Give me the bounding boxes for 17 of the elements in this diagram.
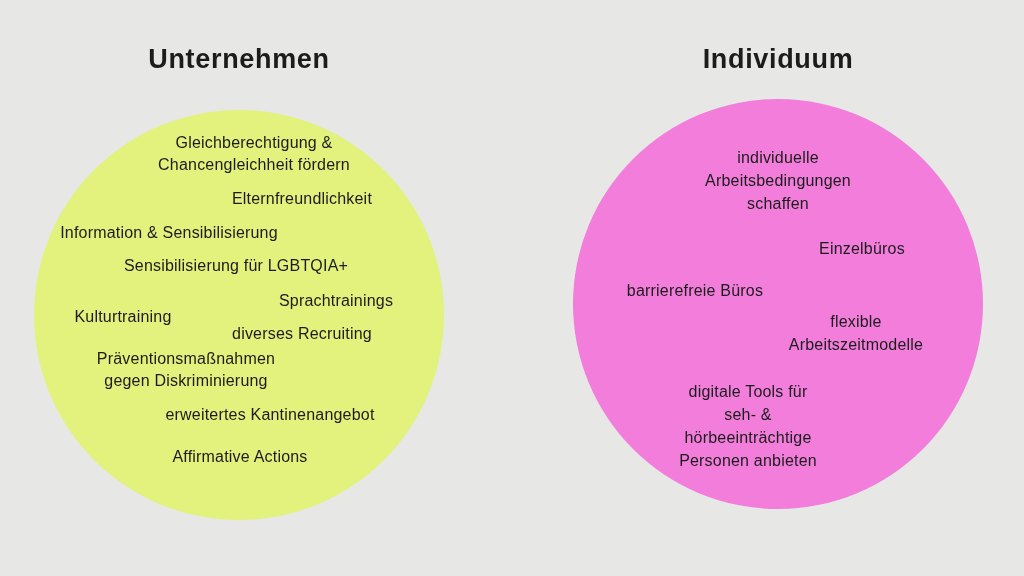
circle-heading: Individuum — [701, 43, 855, 76]
circle-item-text: Sensibilisierung für LGBTQIA+ — [122, 256, 350, 276]
circle-item-text: barrierefreie Büros — [625, 281, 765, 301]
circle-item-text: Gleichberechtigung & Chancengleichheit fördern — [157, 133, 351, 175]
circle-heading: Unternehmen — [147, 43, 331, 76]
circle-item-text: erweitertes Kantinenangebot — [164, 405, 376, 425]
circle-item-text: Einzelbüros — [818, 239, 906, 259]
circle-item-text: Affirmative Actions — [171, 447, 309, 467]
circle-item-text: diverses Recruiting — [231, 324, 373, 344]
circle-item-text: individuelle Arbeitsbedingungen schaffen — [704, 148, 852, 214]
circle-item-text: Präventionsmaßnahmen gegen Diskriminierung — [95, 349, 277, 391]
circle-item-text: Elternfreundlichkeit — [230, 189, 374, 209]
circle-item-text: Kulturtraining — [73, 307, 173, 327]
circle-item-text: Sprachtrainings — [277, 291, 395, 311]
circle-item-text: flexible Arbeitszeitmodelle — [787, 312, 925, 355]
circle-item-text: Information & Sensibilisierung — [59, 223, 279, 243]
circle-item-text: digitale Tools für seh- & hörbeeinträchtige Personen anbieten — [678, 382, 818, 471]
